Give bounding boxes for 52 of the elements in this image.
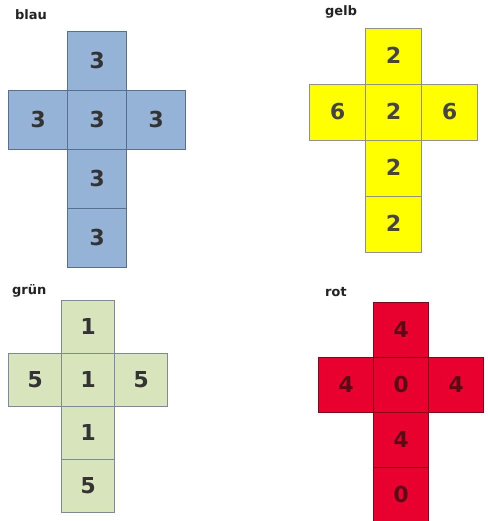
face-number: 6 [442, 100, 458, 125]
net-square [428, 357, 484, 413]
face-number: 4 [338, 372, 354, 398]
face-number: 2 [386, 100, 402, 125]
face-number: 5 [80, 474, 96, 498]
face-number: 2 [386, 44, 402, 69]
face-number: 1 [80, 420, 96, 446]
face-number: 3 [89, 166, 105, 192]
net-title: blau [15, 8, 47, 23]
net-square [126, 90, 186, 150]
face-number: 3 [89, 108, 105, 132]
face-number: 2 [386, 156, 402, 181]
face-number: 4 [393, 318, 409, 342]
net-square [365, 28, 422, 85]
face-number: 6 [330, 100, 346, 125]
face-number: 3 [148, 108, 164, 132]
face-number: 2 [386, 212, 402, 237]
net-square [67, 208, 127, 268]
net-square [421, 84, 478, 141]
net-square [373, 412, 429, 468]
net-square [373, 357, 429, 413]
face-number: 5 [133, 368, 149, 392]
net-square [318, 357, 374, 413]
face-number: 1 [80, 368, 96, 392]
net-square [365, 140, 422, 197]
face-number: 0 [393, 372, 409, 398]
face-number: 5 [27, 368, 43, 392]
net-title: rot [325, 285, 347, 300]
net-square [373, 302, 429, 358]
net-square [8, 90, 68, 150]
net-square [365, 196, 422, 253]
net-title: gelb [325, 4, 357, 19]
face-number: 0 [393, 482, 409, 508]
net-square [8, 353, 62, 407]
net-square [61, 300, 115, 354]
net-square [61, 353, 115, 407]
face-number: 3 [89, 226, 105, 250]
net-square [67, 90, 127, 150]
net-square [365, 84, 422, 141]
net-square [67, 31, 127, 91]
net-title: grün [12, 283, 46, 298]
net-square [67, 149, 127, 209]
face-number: 1 [80, 314, 96, 340]
face-number: 4 [393, 428, 409, 452]
net-square [114, 353, 168, 407]
net-square [61, 459, 115, 513]
net-square [61, 406, 115, 460]
face-number: 3 [30, 108, 46, 132]
net-square [373, 467, 429, 521]
face-number: 3 [89, 48, 105, 74]
face-number: 4 [448, 372, 464, 398]
net-square [309, 84, 366, 141]
